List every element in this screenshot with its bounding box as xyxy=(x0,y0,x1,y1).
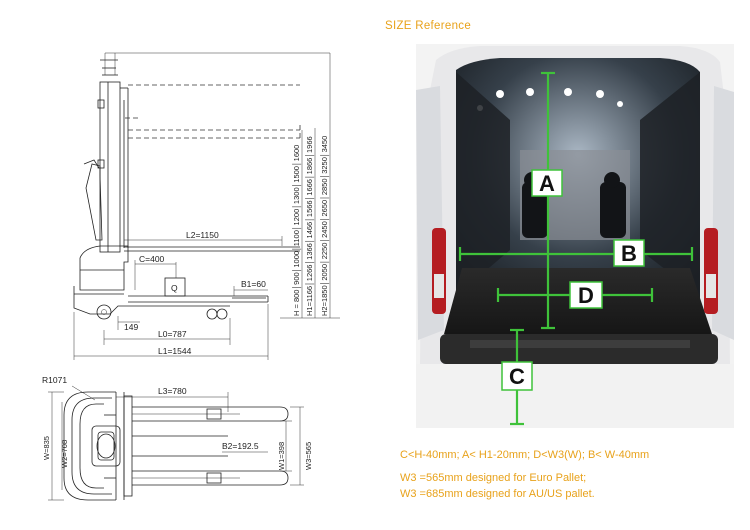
dim-b1: B1=60 xyxy=(241,279,266,289)
dim-w: W=835 xyxy=(42,436,51,460)
dim-l3: L3=780 xyxy=(158,386,187,396)
dim-w1: W1=398 xyxy=(277,442,286,470)
dim-149: 149 xyxy=(124,322,138,332)
side-view: Q C=400 L2=1150 B1=60 149 L0=787 L1=1544… xyxy=(73,52,340,360)
dim-l2: L2=1150 xyxy=(186,230,219,240)
label-a: A xyxy=(539,171,555,196)
size-reference-heading: SIZE Reference xyxy=(385,20,472,32)
dim-w3: W3=565 xyxy=(304,442,313,470)
top-view: R1071 L3=780 B2=192.5 xyxy=(42,375,313,501)
label-b: B xyxy=(621,241,637,266)
load-q-label: Q xyxy=(171,283,178,293)
dim-h2: H2=1850│2050│2250│2450│2650│2850│3250│34… xyxy=(320,136,330,316)
dim-l1: L1=1544 xyxy=(158,346,192,356)
dim-r: R1071 xyxy=(42,375,67,385)
dim-h1: H1=1166│1266│1366│1466│1566│1666│1866│19… xyxy=(305,136,315,316)
dim-c: C=400 xyxy=(139,254,165,264)
dim-w2: W2=708 xyxy=(60,440,69,468)
euro-pallet-note: W3 =565mm designed for Euro Pallet; xyxy=(400,472,587,484)
label-c: C xyxy=(509,364,525,389)
us-pallet-note: W3 =685mm designed for AU/US pallet. xyxy=(400,488,595,500)
size-rule-note: C<H-40mm; A< H1-20mm; D<W3(W); B< W-40mm xyxy=(400,449,650,461)
label-d: D xyxy=(578,283,594,308)
dim-l0: L0=787 xyxy=(158,329,187,339)
dim-b2: B2=192.5 xyxy=(222,441,259,451)
dim-h: H = 800│900│1000│1100│1200│1300│1500│160… xyxy=(292,145,302,316)
van-photo: A B D C xyxy=(416,44,734,428)
